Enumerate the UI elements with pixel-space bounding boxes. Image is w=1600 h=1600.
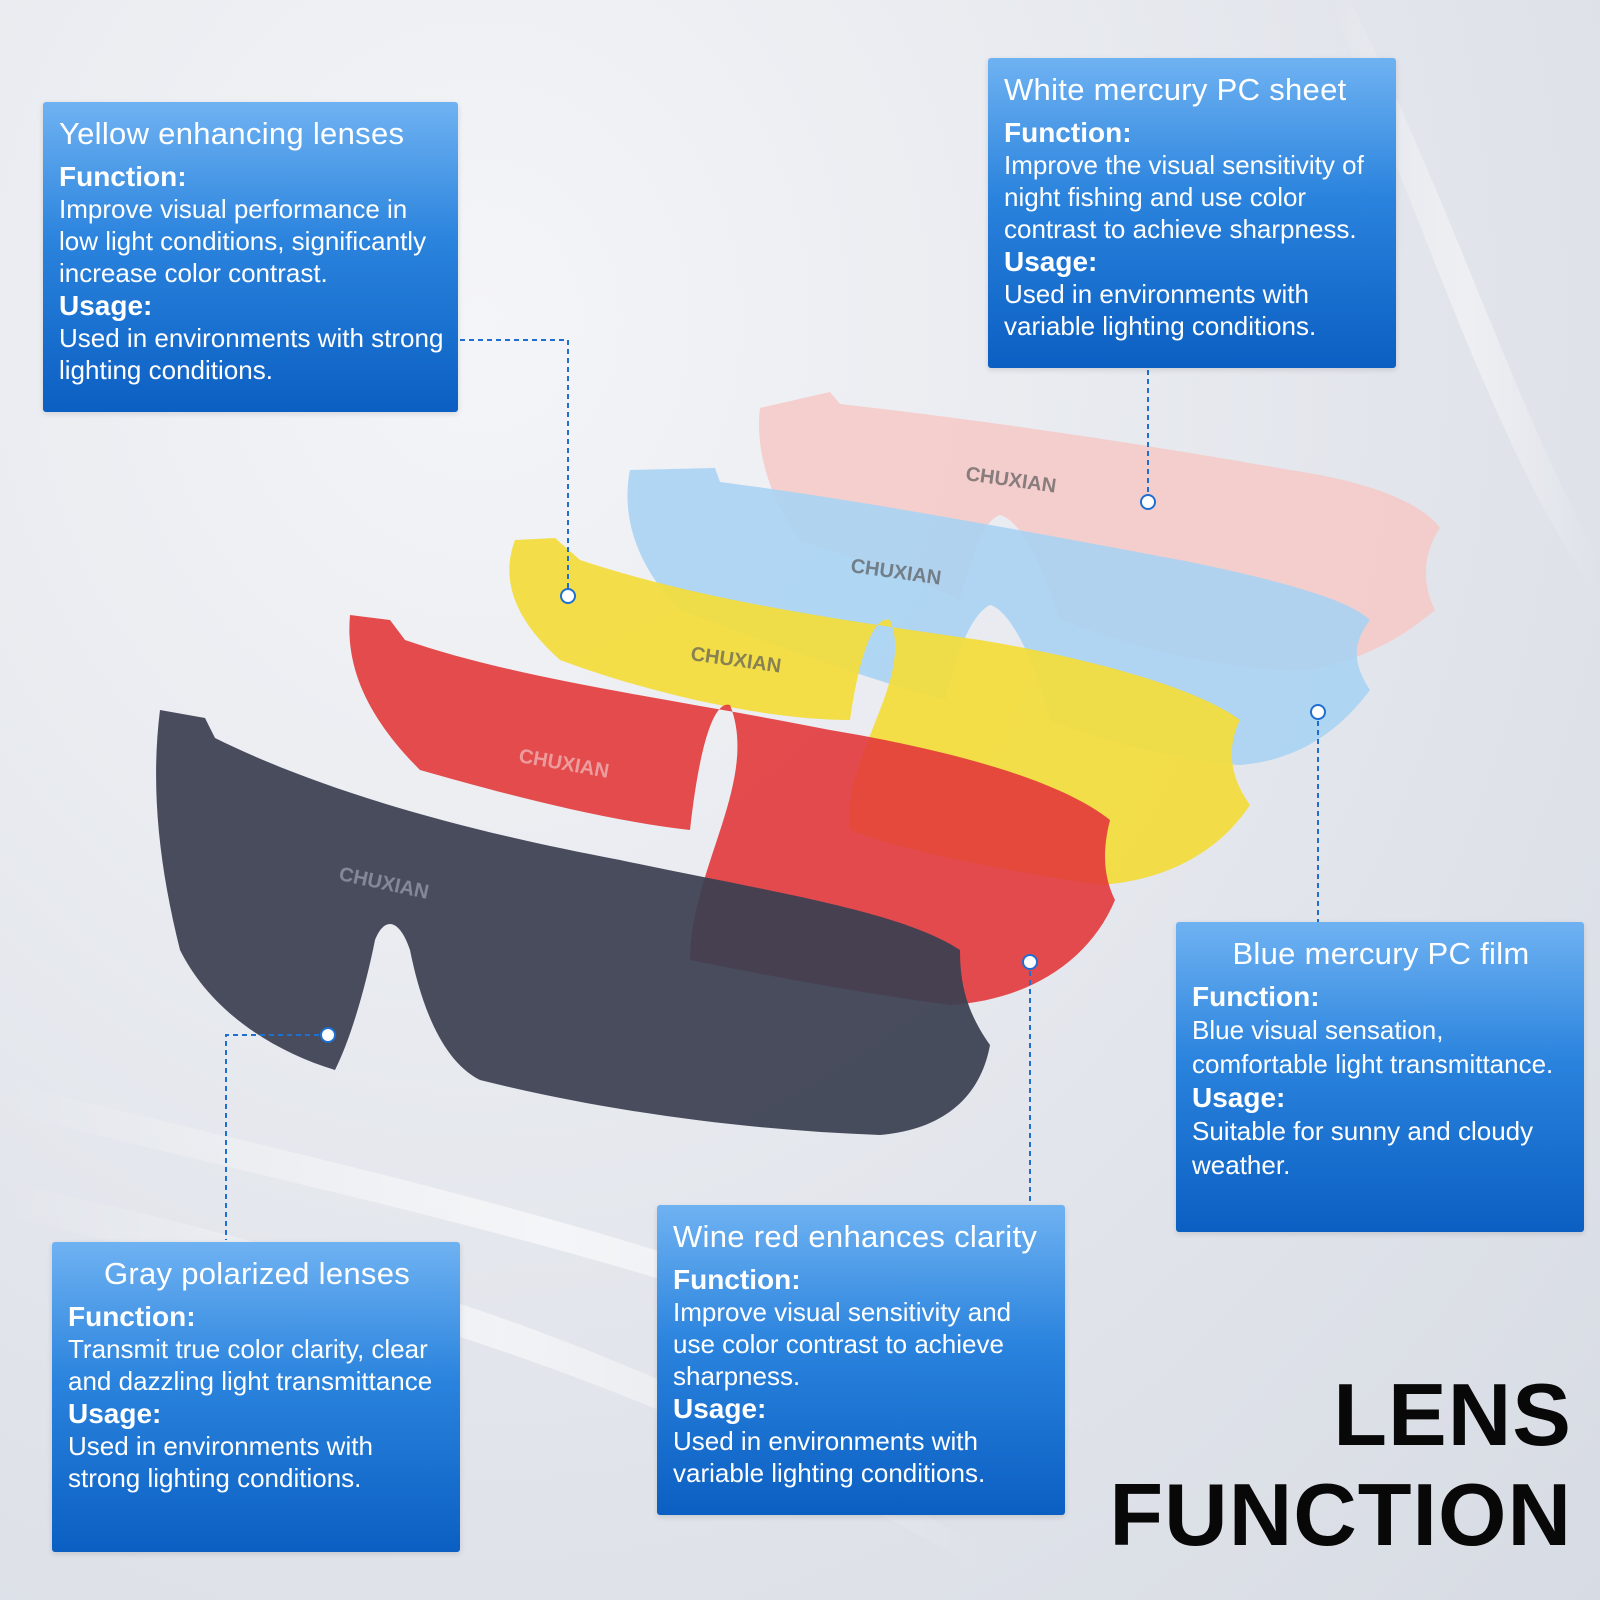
card-yellow-lens: Yellow enhancing lenses Function: Improv… <box>43 102 458 412</box>
function-label: Function: <box>1004 117 1132 148</box>
gray-lens <box>156 710 990 1135</box>
dot-white <box>1140 494 1156 510</box>
card-blue-mercury: Blue mercury PC film Function: Blue visu… <box>1176 922 1584 1232</box>
connector-yellow <box>460 339 569 596</box>
function-text: Blue visual sensation, comfortable light… <box>1192 1015 1554 1079</box>
connector-dots <box>320 494 1326 1043</box>
dot-red <box>1022 954 1038 970</box>
usage-text: Used in environments with strong lightin… <box>68 1431 373 1493</box>
card-wine-red: Wine red enhances clarity Function: Impr… <box>657 1205 1065 1515</box>
dot-yellow <box>560 588 576 604</box>
usage-text: Used in environments with strong lightin… <box>59 323 444 385</box>
red-lens <box>349 615 1115 1005</box>
function-label: Function: <box>68 1301 196 1332</box>
card-title: White mercury PC sheet <box>1004 72 1347 107</box>
usage-text: Used in environments with variable light… <box>1004 279 1317 341</box>
dot-blue <box>1310 704 1326 720</box>
connector-gray <box>225 1034 328 1240</box>
usage-label: Usage: <box>1004 246 1098 277</box>
blue-lens <box>627 468 1370 765</box>
function-label: Function: <box>673 1264 801 1295</box>
heading-line-2: FUNCTION <box>1109 1465 1572 1564</box>
usage-text: Used in environments with variable light… <box>673 1426 986 1488</box>
function-text: Transmit true color clarity, clear and d… <box>68 1334 433 1396</box>
usage-text: Suitable for sunny and cloudy weather. <box>1192 1116 1534 1180</box>
card-title: Blue mercury PC film <box>1232 936 1530 971</box>
function-text: Improve visual sensitivity and use color… <box>673 1297 1012 1391</box>
dot-gray <box>320 1027 336 1043</box>
card-title: Yellow enhancing lenses <box>59 116 405 151</box>
function-text: Improve visual performance in low light … <box>59 194 427 288</box>
connectors <box>225 339 1319 1240</box>
card-title: Gray polarized lenses <box>103 1256 411 1291</box>
card-gray-polarized: Gray polarized lenses Function: Transmit… <box>52 1242 460 1552</box>
heading-line-1: LENS <box>1333 1365 1572 1464</box>
card-title: Wine red enhances clarity <box>673 1219 1038 1254</box>
lens-function-heading: LENS FUNCTION <box>1109 1365 1572 1565</box>
function-label: Function: <box>59 161 187 192</box>
function-text: Improve the visual sensitivity of night … <box>1004 150 1364 244</box>
card-white-mercury: White mercury PC sheet Function: Improve… <box>988 58 1396 368</box>
usage-label: Usage: <box>673 1393 767 1424</box>
usage-label: Usage: <box>68 1398 162 1429</box>
function-label: Function: <box>1192 981 1320 1012</box>
usage-label: Usage: <box>59 290 153 321</box>
usage-label: Usage: <box>1192 1082 1286 1113</box>
